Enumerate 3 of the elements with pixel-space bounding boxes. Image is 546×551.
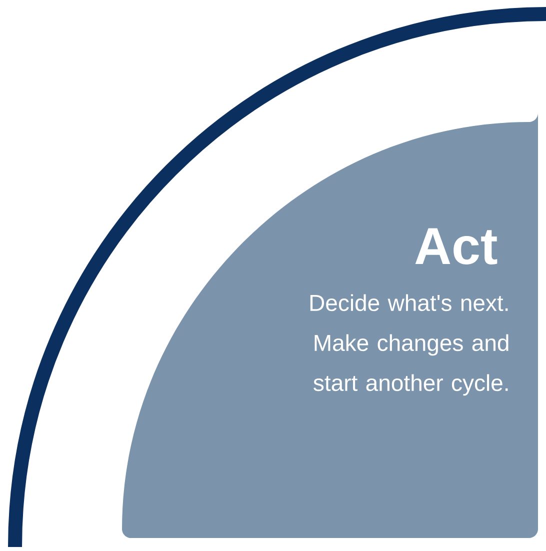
body-text: Decide what's next. Make changes and start another cycle. (310, 294, 508, 396)
quarter-panel (122, 113, 538, 538)
heading: Act (415, 228, 498, 264)
